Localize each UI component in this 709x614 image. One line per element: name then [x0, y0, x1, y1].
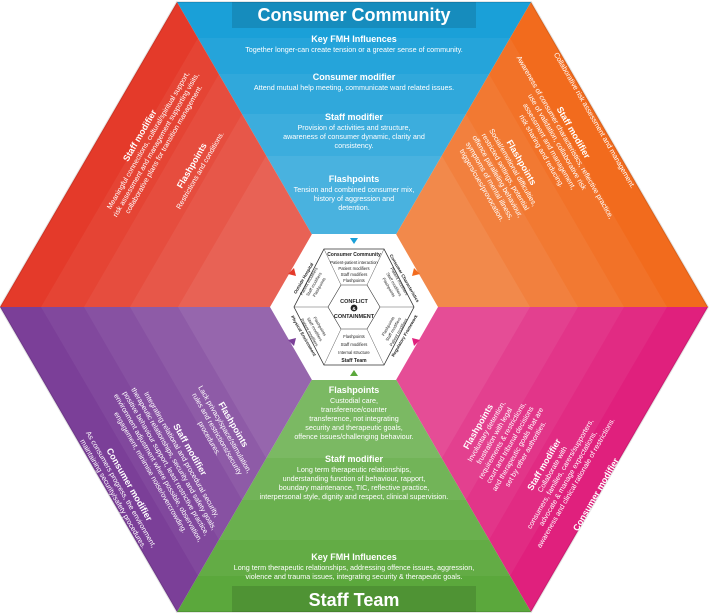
bottom-staff-modifier-line-3: boundary maintenance, TIC, reflective pr… — [279, 483, 429, 492]
bottom-staff-modifier-heading: Staff modifier — [325, 454, 384, 464]
bottom-flashpoints-heading: Flashpoints — [329, 385, 380, 395]
top-consumer-modifier-text: Attend mutual help meeting, communicate … — [254, 83, 454, 92]
marker-lr — [412, 338, 420, 346]
mini-bottom-row-3: Internal structure — [338, 350, 370, 355]
center-label-conflict: CONFLICT — [340, 299, 368, 305]
mini-spoke — [366, 328, 385, 366]
mini-bottom-row-2: Staff modifiers — [341, 342, 368, 347]
center-label-amp: & — [352, 306, 356, 311]
sector-staff-team — [177, 307, 531, 612]
sector-consumer-community — [177, 2, 531, 307]
title-staff-team: Staff Team — [309, 590, 400, 610]
mini-spoke — [323, 328, 342, 366]
marker-ur — [412, 268, 420, 276]
sector-regulatory-framework — [354, 307, 708, 612]
top-flashpoints-line-3: detention. — [338, 203, 370, 212]
bottom-flashpoints-line-4: security and therapeutic goals, — [305, 423, 403, 432]
mini-spoke — [323, 248, 342, 286]
bottom-influences-line-1: Long term therapeutic relationships, add… — [234, 563, 474, 572]
bottom-staff-modifier-line-4: interpersonal style, dignity and respect… — [260, 492, 449, 501]
bottom-flashpoints-line-1: Custodial care, — [330, 396, 378, 405]
sector-physical-environment — [0, 307, 354, 612]
bottom-flashpoints-line-3: transference, not integrating — [309, 414, 399, 423]
top-flashpoints-line-2: history of aggression and — [314, 194, 394, 203]
top-flashpoints-heading: Flashpoints — [329, 174, 380, 184]
marker-bottom — [350, 370, 358, 376]
mini-title-top: Consumer Community — [327, 252, 381, 258]
top-flashpoints-line-1: Tension and combined consumer mix, — [294, 185, 415, 194]
bottom-title-bar — [232, 586, 476, 612]
sector-consumer-characteristics — [354, 2, 708, 307]
mini-top-row-2: Patient modifiers — [338, 266, 369, 271]
top-title-bar — [232, 2, 476, 28]
marker-ul — [288, 268, 296, 276]
mini-bottom-row-1: Flashpoints — [343, 334, 364, 339]
bottom-flashpoints-line-5: offence issues/challenging behaviour. — [294, 432, 413, 441]
top-influences-heading: Key FMH Influences — [311, 34, 397, 44]
bottom-influences-heading: Key FMH Influences — [311, 552, 397, 562]
marker-ll — [288, 338, 296, 346]
center-label-containment: CONTAINMENT — [334, 314, 375, 320]
mini-top-row-1: Patient-patient interaction — [330, 260, 378, 265]
mini-top-row-3: Staff modifiers — [341, 272, 368, 277]
mini-title-bottom: Staff Team — [341, 358, 367, 364]
mini-top-row-4: Flashpoints — [343, 278, 364, 283]
bottom-flashpoints-line-2: transference/counter — [321, 405, 388, 414]
top-staff-modifier-line-2: awareness of consumer dynamic, clarity a… — [283, 132, 425, 141]
top-staff-modifier-line-1: Provision of activities and structure, — [297, 123, 410, 132]
bottom-staff-modifier-line-1: Long term therapeutic relationships, — [297, 465, 411, 474]
marker-top — [350, 238, 358, 244]
mini-spoke — [366, 248, 385, 286]
top-staff-modifier-line-3: consistency. — [334, 141, 373, 150]
top-staff-modifier-heading: Staff modifier — [325, 112, 384, 122]
sector-outside-hospital — [0, 2, 354, 307]
center-amp-circle — [350, 304, 358, 312]
title-consumer-community: Consumer Community — [257, 5, 450, 25]
bottom-influences-line-2: violence and trauma issues, integrating … — [246, 572, 463, 581]
top-consumer-modifier-heading: Consumer modifier — [313, 72, 396, 82]
bottom-staff-modifier-line-2: understanding function of behaviour, rap… — [283, 474, 426, 483]
top-influences-text: Together longer-can create tension or a … — [245, 45, 463, 54]
